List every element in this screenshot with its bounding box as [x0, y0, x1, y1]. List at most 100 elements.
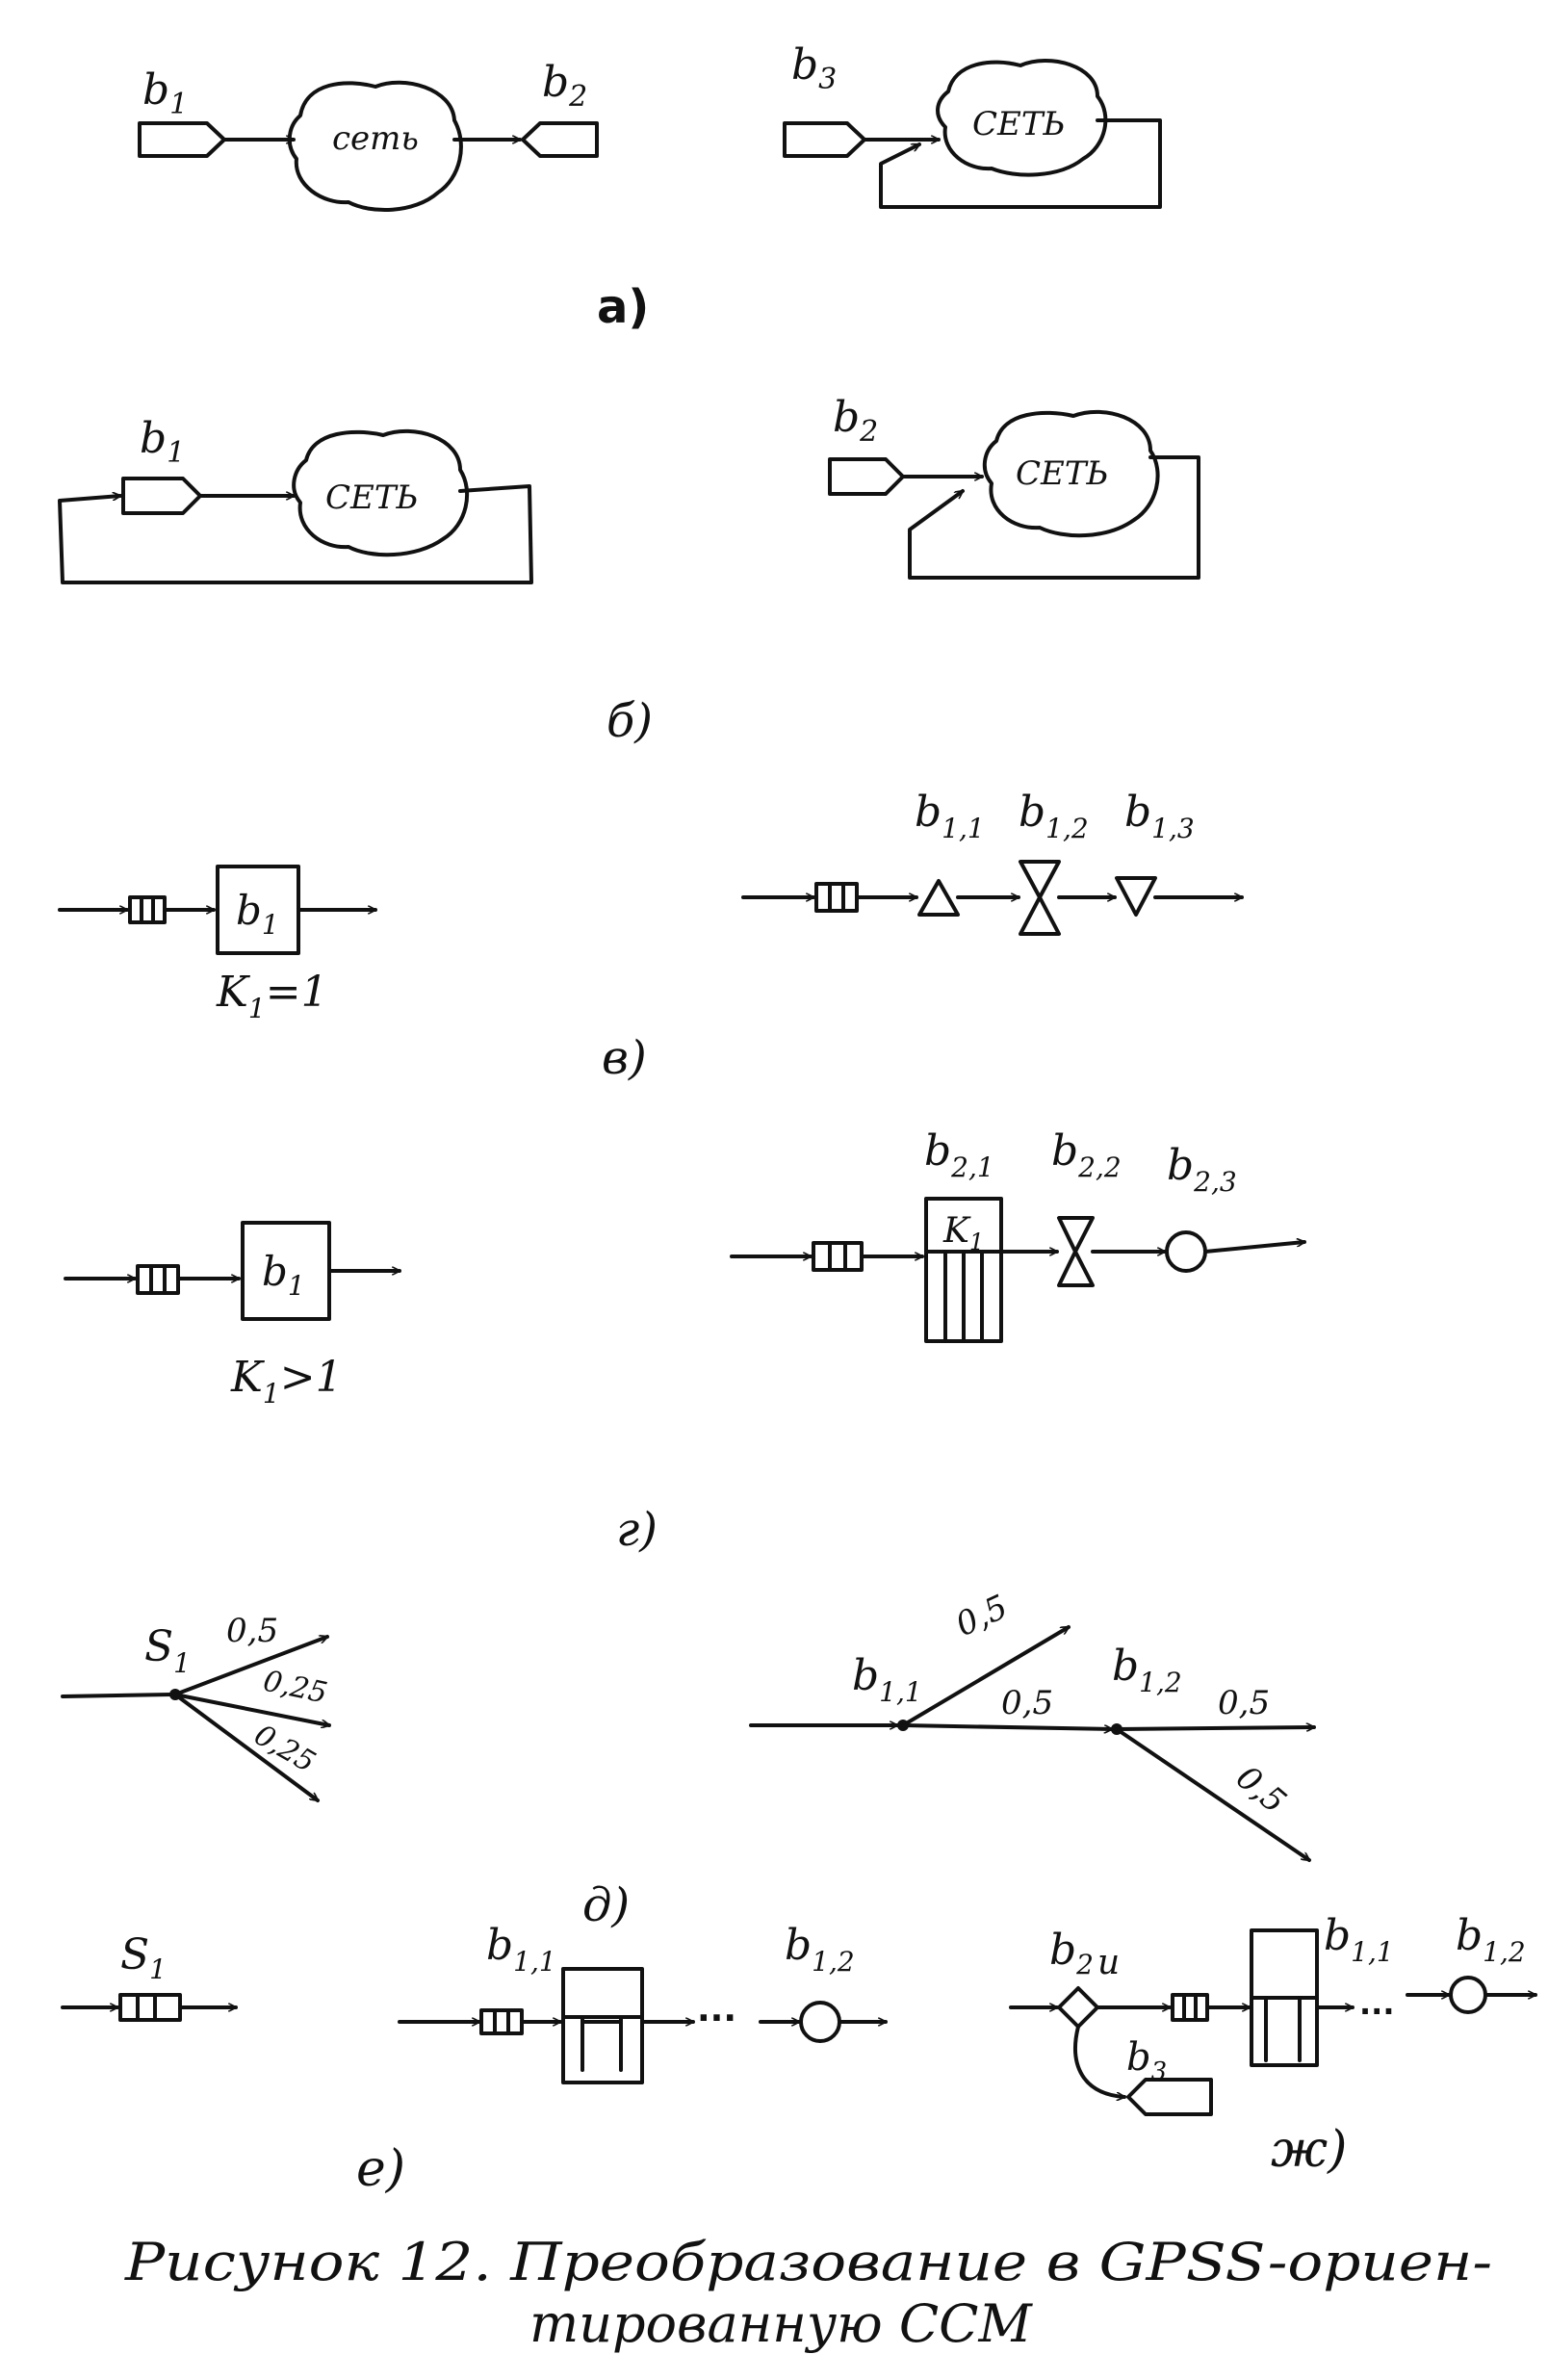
prob-n1-up: 0,5	[950, 1588, 1014, 1644]
prob-1: 0,5	[226, 1612, 278, 1650]
generator-b3	[783, 121, 866, 158]
part-e-label: е)	[356, 2140, 405, 2198]
branch-3	[173, 1693, 318, 1802]
part-d-left: S1 0,5 0,25 0,25	[61, 1612, 331, 1802]
label-b2: b2	[542, 58, 587, 114]
label-b1-1: b1,1	[486, 1921, 556, 1978]
condition-k1-gt: K1>1	[230, 1353, 343, 1410]
label-b1-2: b1,2	[1019, 788, 1089, 844]
part-b-left: b1 СЕТЬ	[58, 414, 533, 584]
label-b1-1: b1,1	[1324, 1911, 1394, 1968]
caption-line-1: Рисунок 12. Преобразование в GPSS-ориен-	[124, 2232, 1492, 2292]
caption-line-2: тированную ССМ	[529, 2293, 1033, 2354]
network-label-a1: сеть	[332, 119, 419, 158]
part-b-right: b2 СЕТЬ	[828, 393, 1200, 580]
label-b1: b1	[140, 414, 185, 470]
seize-triangle	[917, 879, 960, 917]
branch-n2-right	[1115, 1727, 1316, 1729]
label-b1-1: b1,1	[915, 788, 985, 844]
storage-e	[561, 1967, 644, 2084]
storage-k1-label: K1	[942, 1211, 984, 1255]
test-diamond	[1057, 1986, 1099, 2029]
generator-b1	[138, 121, 226, 158]
label-s1: S1	[120, 1930, 167, 1985]
network-cloud-b1	[292, 429, 470, 557]
part-e-mid: ··· b1,1 b1,2	[398, 1921, 888, 2084]
part-e-left: S1	[61, 1930, 238, 2022]
label-b3: b3	[791, 40, 837, 96]
prob-3: 0,25	[248, 1719, 321, 1780]
network-label-b2: СЕТЬ	[1016, 454, 1108, 493]
terminate-circle	[1165, 1230, 1207, 1273]
generator-b2	[828, 457, 905, 496]
label-b1-1: b1,1	[852, 1651, 922, 1708]
generator-b1	[121, 477, 202, 515]
terminate-circle	[1449, 1976, 1487, 2014]
branch-n1-right	[901, 1723, 1114, 1729]
release-triangle	[1115, 876, 1157, 917]
loop-b2	[908, 455, 1200, 580]
queue-e1	[118, 1993, 182, 2022]
ellipsis: ···	[1359, 1993, 1394, 2030]
part-d-right: b1,1 b1,2 0,5 0,5 0,5 0,5	[749, 1588, 1316, 1862]
queue-e2	[479, 2008, 524, 2035]
part-b: b1 СЕТЬ b2 СЕТЬ б)	[58, 393, 1200, 748]
label-b2-3: b2,3	[1167, 1141, 1237, 1198]
network-label-b1: СЕТЬ	[325, 479, 418, 517]
prob-2: 0,25	[260, 1665, 330, 1711]
branch-2	[173, 1693, 331, 1725]
label-b2: b2	[833, 393, 878, 449]
part-e: S1 ··· b1,1 b1,2 е)	[61, 1921, 888, 2198]
part-d-label: д)	[582, 1878, 630, 1932]
label-b1-3: b1,3	[1124, 788, 1195, 844]
branch-to-b3	[1073, 2025, 1126, 2097]
part-v-right: b1,1 b1,2 b1,3	[741, 788, 1244, 936]
label-b1: b1	[142, 65, 188, 121]
label-s1: S1	[144, 1622, 191, 1679]
label-b2-2: b2,2	[1051, 1126, 1122, 1183]
part-g-label: г)	[616, 1503, 658, 1557]
branch-n2-down	[1115, 1727, 1309, 1862]
part-a-label: а)	[597, 280, 649, 334]
loop-a2	[879, 118, 1162, 209]
network-label-a2: СЕТЬ	[972, 105, 1065, 143]
prob-n2-right: 0,5	[1218, 1684, 1270, 1722]
part-b-label: б)	[606, 694, 653, 748]
terminator-b2	[521, 121, 599, 158]
label-b1-2: b1,2	[1456, 1911, 1526, 1968]
queue-g2	[812, 1241, 864, 1272]
queue-g1	[136, 1264, 180, 1295]
part-a-left: b1 сеть b2	[138, 58, 599, 212]
queue-v1	[128, 895, 167, 924]
label-b1-2: b1,2	[1112, 1642, 1182, 1698]
part-a: b1 сеть b2 b3 СЕТЬ а)	[138, 40, 1162, 334]
part-v-label: в)	[602, 1031, 647, 1085]
terminator-b3	[1126, 2078, 1213, 2116]
arrow-terminate-out	[1203, 1242, 1306, 1254]
queue-v2	[814, 882, 859, 913]
label-b1-2: b1,2	[785, 1921, 855, 1978]
branch-1	[173, 1637, 327, 1696]
part-d: S1 0,5 0,25 0,25 b1,1 b1,2 0,5 0,5 0,5 0…	[61, 1588, 1316, 1932]
part-g-left: b1 K1>1	[64, 1221, 401, 1410]
ellipsis: ···	[697, 1999, 736, 2038]
device-b1-label: b1	[236, 887, 279, 941]
part-a-right: b3 СЕТЬ	[783, 40, 1162, 209]
network-cloud-a2	[936, 59, 1108, 177]
terminate-circle	[799, 2001, 841, 2043]
label-b2-1: b2,1	[924, 1126, 994, 1183]
device-b1-label: b1	[262, 1248, 305, 1302]
figure-caption: Рисунок 12. Преобразование в GPSS-ориен-…	[124, 2232, 1492, 2354]
network-cloud-b2	[982, 410, 1160, 538]
part-v-left: b1 K1=1	[58, 865, 377, 1024]
advance-hourglass	[1057, 1216, 1095, 1287]
prob-n1-right: 0,5	[1001, 1684, 1053, 1722]
label-b3: b3	[1126, 2035, 1167, 2086]
loop-b1	[58, 484, 533, 584]
part-v: b1 K1=1 b1,1 b1,2 b1,3 в)	[58, 788, 1244, 1085]
queue-zh	[1171, 1993, 1209, 2022]
part-g: b1 K1>1 K1 b2,1 b2,2 b2,3 г)	[64, 1126, 1306, 1557]
